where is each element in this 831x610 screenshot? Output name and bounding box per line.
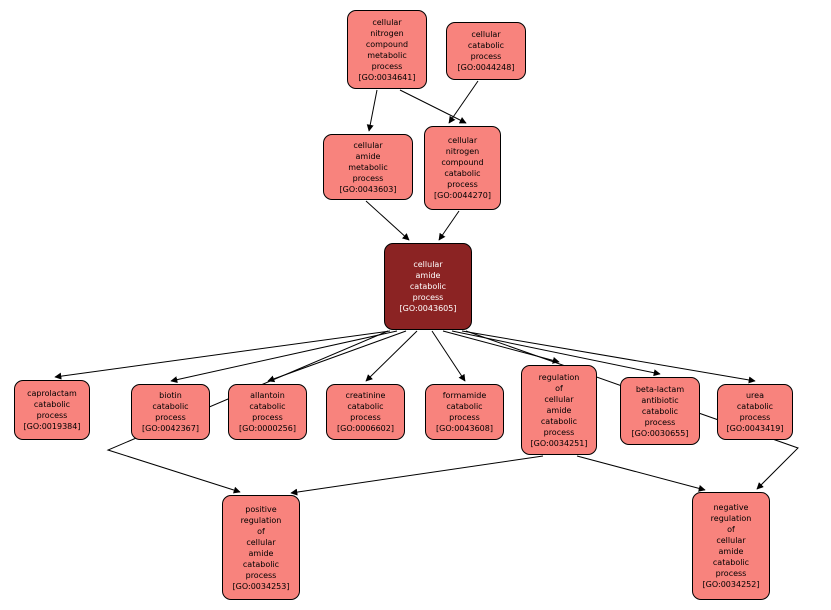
edge-0043603-0043605 [365, 200, 410, 241]
go-term-node-0042367[interactable]: biotin catabolic process [GO:0042367] [131, 384, 210, 440]
edge-0034641-0043603 [366, 89, 378, 132]
go-term-node-0044248[interactable]: cellular catabolic process [GO:0044248] [446, 22, 526, 80]
edge-0034251-0034252 [576, 455, 706, 492]
go-term-node-0034252[interactable]: negative regulation of cellular amide ca… [692, 492, 770, 600]
edge-0043605-0006602 [365, 330, 418, 382]
edge-0043605-0043608 [431, 330, 466, 382]
go-term-label: beta-lactam antibiotic catabolic process… [631, 384, 689, 438]
go-term-label: cellular catabolic process [GO:0044248] [457, 30, 515, 72]
go-term-node-0030655[interactable]: beta-lactam antibiotic catabolic process… [620, 377, 700, 445]
go-term-node-0043419[interactable]: urea catabolic process [GO:0043419] [717, 384, 793, 440]
edge-0044248-0044270 [448, 80, 479, 124]
go-term-label: formamide catabolic process [GO:0043608] [436, 391, 493, 433]
edge-0044270-0043605 [438, 210, 460, 241]
edge-0043605-0042367 [170, 330, 398, 384]
go-term-node-0043603[interactable]: cellular amide metabolic process [GO:004… [323, 134, 413, 200]
go-term-label: cellular nitrogen compound metabolic pro… [358, 17, 416, 82]
edge-0034641-0044270 [399, 89, 467, 124]
go-term-label: cellular amide catabolic process [GO:004… [399, 260, 457, 313]
go-term-label: negative regulation of cellular amide ca… [702, 503, 760, 589]
go-term-node-0044270[interactable]: cellular nitrogen compound catabolic pro… [424, 126, 501, 210]
go-term-label: allantoin catabolic process [GO:0000256] [239, 391, 296, 433]
go-term-node-0043608[interactable]: formamide catabolic process [GO:0043608] [425, 384, 504, 440]
go-term-node-0034251[interactable]: regulation of cellular amide catabolic p… [521, 365, 597, 455]
go-term-label: regulation of cellular amide catabolic p… [530, 372, 588, 448]
go-term-node-0043605-selected[interactable]: cellular amide catabolic process [GO:004… [384, 243, 472, 330]
go-term-node-0000256[interactable]: allantoin catabolic process [GO:0000256] [228, 384, 307, 440]
go-term-node-0019384[interactable]: caprolactam catabolic process [GO:001938… [14, 380, 90, 440]
go-term-node-0034253[interactable]: positive regulation of cellular amide ca… [222, 495, 300, 600]
go-term-label: caprolactam catabolic process [GO:001938… [23, 389, 81, 431]
go-term-node-0006602[interactable]: creatinine catabolic process [GO:0006602… [326, 384, 405, 440]
edge-0043605-0034253 [106, 330, 389, 494]
edge-0043605-0019384 [54, 330, 391, 380]
go-term-node-0034641[interactable]: cellular nitrogen compound metabolic pro… [347, 10, 427, 89]
edge-0043605-0043419 [461, 330, 756, 384]
edge-0034251-0034253 [290, 455, 544, 496]
go-term-label: biotin catabolic process [GO:0042367] [142, 391, 199, 433]
go-term-label: creatinine catabolic process [GO:0006602… [337, 391, 394, 433]
go-term-label: cellular nitrogen compound catabolic pro… [434, 136, 491, 200]
go-term-label: cellular amide metabolic process [GO:004… [339, 140, 397, 194]
go-term-label: urea catabolic process [GO:0043419] [726, 391, 784, 433]
go-term-label: positive regulation of cellular amide ca… [232, 504, 290, 591]
